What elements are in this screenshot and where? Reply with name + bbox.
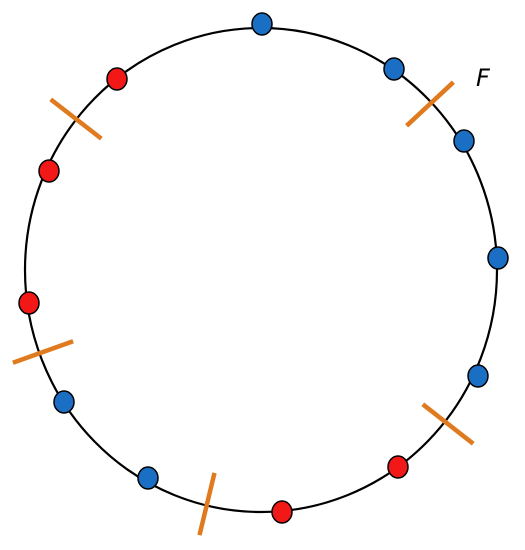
red-point [18,291,40,315]
blue-point [137,466,159,490]
blue-point [251,12,273,36]
red-point [38,159,60,183]
cut-mark [197,472,217,536]
cut-mark [49,97,103,141]
red-point [106,67,128,91]
cut-mark [421,402,475,446]
cut-mark [12,339,74,365]
blue-point [53,390,75,414]
points [18,12,509,524]
blue-point [467,364,489,388]
cut-mark [405,80,455,128]
blue-point [453,129,475,153]
blue-point [383,57,405,81]
red-point [387,455,409,479]
blue-point [487,246,509,270]
red-point [271,500,293,524]
cut-marks [12,80,475,536]
circle [23,26,499,514]
label-f: F [476,64,491,92]
